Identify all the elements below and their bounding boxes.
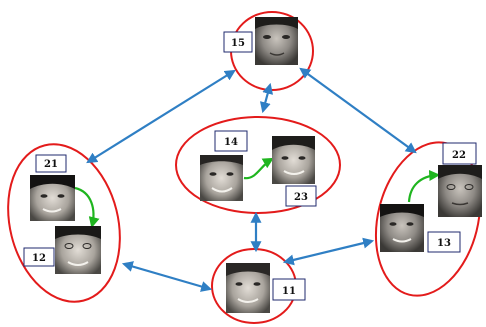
- node-label-22-text: 22: [452, 150, 466, 161]
- transition-14-to-23: [243, 157, 274, 180]
- transition-21-to-12: [74, 186, 100, 229]
- node-labels: 15 14 23 21 12 22 13 11: [23, 31, 477, 301]
- face-photo-22: [438, 165, 482, 217]
- node-label-14-text: 14: [224, 137, 238, 148]
- face-photo-11: [226, 263, 270, 313]
- node-label-14: 14: [214, 130, 248, 152]
- transition-13-to-22: [407, 170, 441, 203]
- node-label-11-text: 11: [282, 286, 296, 297]
- node-label-12: 12: [23, 247, 55, 267]
- node-label-13-text: 13: [437, 238, 451, 249]
- cluster-links: [86, 67, 417, 292]
- face-photo-21: [30, 175, 75, 221]
- link-bottom-right: [282, 237, 375, 266]
- link-left-bottom: [121, 261, 213, 292]
- node-label-22: 22: [442, 142, 477, 165]
- node-label-23: 23: [285, 185, 317, 207]
- link-top-center: [259, 82, 274, 114]
- node-label-15-text: 15: [231, 38, 245, 49]
- node-label-21-text: 21: [44, 159, 58, 170]
- face-photo-13: [380, 204, 424, 252]
- face-photo-23: [272, 136, 315, 184]
- link-top-left: [86, 69, 236, 164]
- cluster-left: [7, 143, 121, 303]
- link-top-right: [299, 67, 417, 154]
- node-label-23-text: 23: [294, 192, 308, 203]
- node-label-11: 11: [272, 278, 306, 301]
- face-photo-15: [255, 17, 298, 65]
- face-photo-12: [55, 226, 101, 274]
- face-photo-14: [200, 155, 243, 201]
- node-label-12-text: 12: [32, 253, 46, 264]
- node-label-13: 13: [427, 231, 461, 253]
- node-label-21: 21: [35, 154, 67, 173]
- face-photos: [30, 17, 482, 313]
- transition-arrows: [74, 157, 441, 229]
- node-label-15: 15: [223, 31, 253, 53]
